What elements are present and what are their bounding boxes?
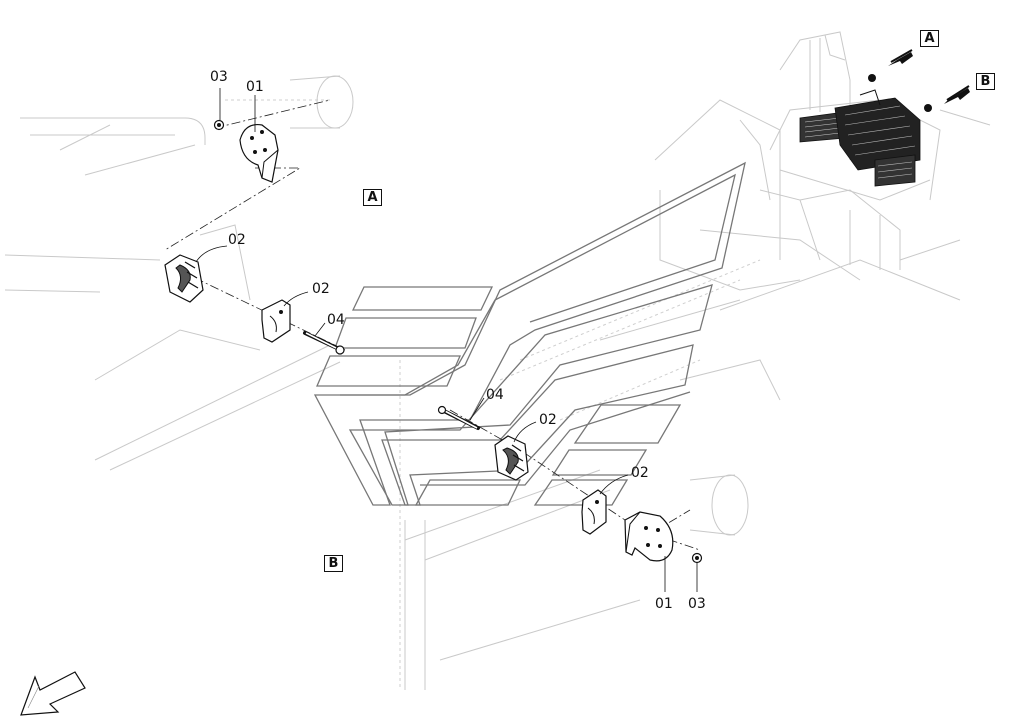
logo-watermark bbox=[313, 161, 746, 506]
view-label-a-detail: A bbox=[363, 189, 382, 206]
callout-clamp-upper-dark: 02 bbox=[228, 232, 246, 248]
callout-clamp-lower-white: 02 bbox=[631, 465, 649, 481]
bracket-upper bbox=[239, 123, 279, 183]
callout-bracket-upper: 01 bbox=[246, 79, 264, 95]
callout-nut-upper: 03 bbox=[210, 69, 228, 85]
bolt-upper bbox=[303, 331, 345, 355]
view-label-b-detail: B bbox=[324, 555, 343, 572]
bolt-lower bbox=[437, 405, 480, 430]
clamp-upper-dark bbox=[164, 254, 204, 303]
background-frame-ghost bbox=[4, 75, 961, 690]
leader-lines bbox=[195, 88, 698, 592]
callout-clamp-lower-dark: 02 bbox=[539, 412, 557, 428]
nut-upper bbox=[213, 119, 225, 131]
orientation-arrow-icon bbox=[20, 671, 86, 716]
clamp-upper-white bbox=[261, 299, 291, 343]
nut-lower bbox=[691, 552, 703, 564]
callout-bolt-lower: 04 bbox=[486, 387, 504, 403]
callout-bracket-lower: 01 bbox=[655, 596, 673, 612]
callout-nut-lower: 03 bbox=[688, 596, 706, 612]
view-arrow-icon bbox=[888, 49, 970, 104]
callout-bolt-upper: 04 bbox=[327, 312, 345, 328]
assembly-overview bbox=[759, 31, 991, 270]
clamp-lower-white bbox=[581, 489, 607, 535]
callout-clamp-upper-white: 02 bbox=[312, 281, 330, 297]
view-label-b-overview: B bbox=[976, 73, 995, 90]
bracket-lower bbox=[624, 511, 674, 562]
view-label-a-overview: A bbox=[920, 30, 939, 47]
centerlines bbox=[164, 99, 701, 551]
clamp-lower-dark bbox=[494, 435, 529, 481]
